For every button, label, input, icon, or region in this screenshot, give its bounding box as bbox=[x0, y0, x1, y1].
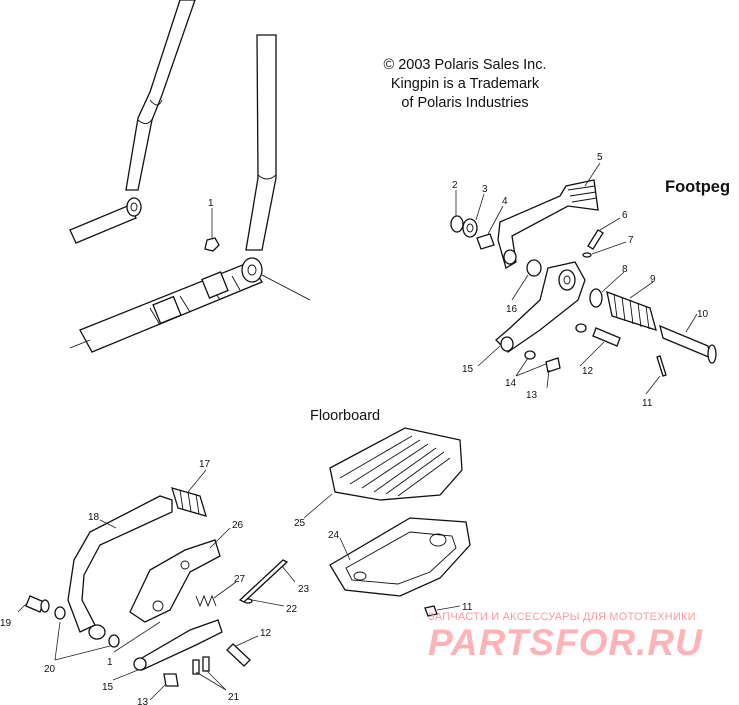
callout-26: 26 bbox=[232, 520, 244, 531]
floorboard-assembly bbox=[329, 427, 471, 617]
copyright-notice: © 2003 Polaris Sales Inc. Kingpin is a T… bbox=[360, 56, 570, 113]
callout-10: 10 bbox=[697, 309, 709, 320]
callout-20: 20 bbox=[44, 664, 56, 675]
callout-12-floorboard: 12 bbox=[260, 628, 272, 639]
callout-11-floorboard: 11 bbox=[462, 602, 473, 613]
callout-numbers: 1 2 3 4 5 6 7 8 9 10 16 15 12 14 13 11 1… bbox=[0, 152, 709, 705]
footpeg-assembly bbox=[450, 179, 717, 377]
callout-23: 23 bbox=[298, 584, 310, 595]
callout-21: 21 bbox=[228, 692, 240, 703]
floorboard-section-title: Floorboard bbox=[310, 408, 381, 424]
callout-19: 19 bbox=[0, 618, 12, 629]
callout-11-footpeg: 11 bbox=[642, 398, 653, 409]
callout-8: 8 bbox=[622, 264, 628, 275]
callout-5: 5 bbox=[597, 152, 603, 163]
callout-13-floorboard: 13 bbox=[137, 697, 149, 705]
callout-14: 14 bbox=[505, 378, 517, 389]
callout-3: 3 bbox=[482, 184, 488, 195]
copyright-line-3: of Polaris Industries bbox=[401, 95, 529, 111]
frame-tubes bbox=[69, 0, 311, 353]
callout-18: 18 bbox=[88, 512, 100, 523]
callout-15-floorboard: 15 bbox=[102, 682, 114, 693]
callout-6: 6 bbox=[622, 210, 628, 221]
copyright-line-1: © 2003 Polaris Sales Inc. bbox=[383, 57, 547, 73]
callout-2: 2 bbox=[452, 180, 458, 191]
callout-12-footpeg: 12 bbox=[582, 366, 594, 377]
callout-1-frame: 1 bbox=[208, 198, 214, 209]
brake-pedal-assembly bbox=[25, 487, 289, 687]
callout-9: 9 bbox=[650, 274, 656, 285]
callout-4: 4 bbox=[502, 196, 508, 207]
callout-16: 16 bbox=[506, 304, 518, 315]
copyright-line-2: Kingpin is a Trademark bbox=[390, 76, 540, 92]
watermark-tagline: ЗАПЧАСТИ И АКСЕССУАРЫ ДЛЯ МОТОТЕХНИКИ bbox=[428, 611, 696, 623]
watermark-logo: PARTSFOR.RU bbox=[428, 622, 703, 663]
callout-22: 22 bbox=[286, 604, 298, 615]
callout-27: 27 bbox=[234, 574, 246, 585]
callout-13-footpeg: 13 bbox=[526, 390, 538, 401]
callout-17: 17 bbox=[199, 459, 211, 470]
callout-15-footpeg: 15 bbox=[462, 364, 474, 375]
footpeg-section-title: Footpeg bbox=[665, 178, 731, 196]
callout-24: 24 bbox=[328, 530, 340, 541]
callout-7: 7 bbox=[628, 235, 634, 246]
callout-25: 25 bbox=[294, 518, 306, 529]
callout-1-floorboard: 1 bbox=[107, 657, 113, 668]
callout-leaders bbox=[17, 162, 698, 701]
